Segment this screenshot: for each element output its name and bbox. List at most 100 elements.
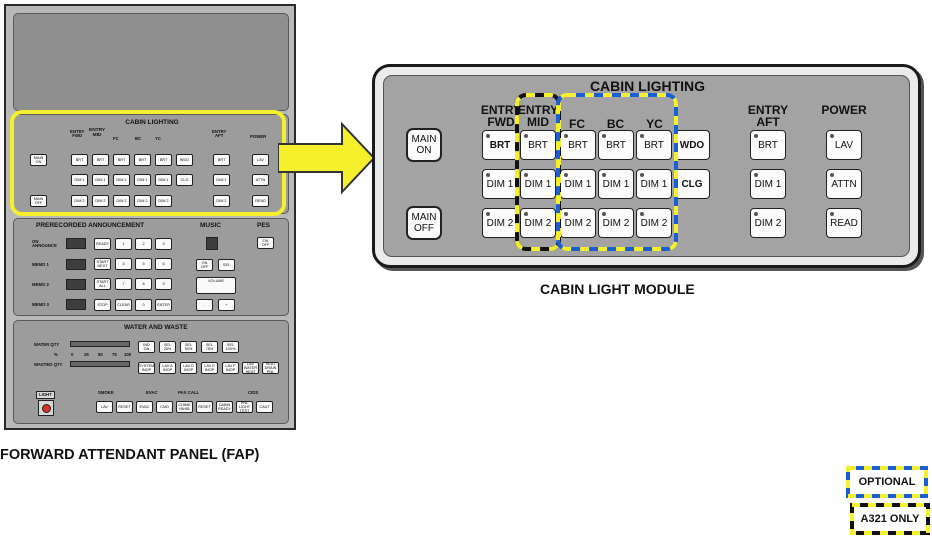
- fap-key-0[interactable]: 0: [135, 299, 152, 311]
- fap-sel-25-button[interactable]: SEL 25%: [159, 341, 176, 353]
- fap-chime-inhib-button[interactable]: CHIME INHIB: [176, 401, 193, 413]
- clm-entry-fwd-brt-button[interactable]: BRT: [482, 130, 518, 160]
- fap-sel-75-button[interactable]: SEL 75%: [201, 341, 218, 353]
- fap-key-1[interactable]: 1: [115, 238, 132, 250]
- fap-start-next-button[interactable]: START NEXT: [94, 258, 111, 270]
- fap-caut-button[interactable]: CAUT: [256, 401, 273, 413]
- fap-key-4[interactable]: 4: [115, 258, 132, 270]
- fap-pax-reset-button[interactable]: RESET: [196, 401, 213, 413]
- clm-entry-mid-dim2-label: DIM 2: [524, 217, 552, 229]
- clm-entry-mid-dim2-button[interactable]: DIM 2: [520, 208, 556, 238]
- fap-entry-fwd-dim1-button[interactable]: DIM 1: [71, 174, 88, 186]
- fap-system-inop-button[interactable]: SYSTEM INOP: [138, 362, 155, 374]
- fap-cabin-ready-button[interactable]: CABIN READY: [216, 401, 233, 413]
- fap-entry-mid-brt-button[interactable]: BRT: [92, 154, 109, 166]
- fap-main-off-button[interactable]: MAIN OFF: [30, 195, 47, 207]
- clm-entry-mid-brt-button[interactable]: BRT: [520, 130, 556, 160]
- fap-lav-a-inop-button[interactable]: LAV A INOP: [159, 362, 176, 374]
- clm-entry-aft-dim2-button[interactable]: DIM 2: [750, 208, 786, 238]
- fap-sel-50-button[interactable]: SEL 50%: [180, 341, 197, 353]
- fap-volume-plus-button[interactable]: +: [218, 299, 235, 311]
- fap-read-button[interactable]: READ: [252, 195, 269, 207]
- fap-smoke-lav-button[interactable]: LAV: [96, 401, 113, 413]
- clm-yc-dim2-button[interactable]: DIM 2: [636, 208, 672, 238]
- clm-yc-brt-button[interactable]: BRT: [636, 130, 672, 160]
- clm-wdo-button[interactable]: WDO: [674, 130, 710, 160]
- fap-fc-dim2-button[interactable]: DIM 2: [113, 195, 130, 207]
- fap-header-bc: BC: [135, 136, 142, 141]
- fap-evac-button[interactable]: EVAC: [136, 401, 153, 413]
- clm-fc-brt-button[interactable]: BRT: [560, 130, 596, 160]
- clm-entry-fwd-dim2-button[interactable]: DIM 2: [482, 208, 518, 238]
- indicator-light-icon: [640, 173, 644, 177]
- fap-pes-on-off-button[interactable]: ON OFF: [257, 237, 274, 249]
- fap-key-7[interactable]: 7: [115, 278, 132, 290]
- clm-clg-button[interactable]: CLG: [674, 169, 710, 199]
- fap-entry-fwd-dim2-button[interactable]: DIM 2: [71, 195, 88, 207]
- fap-main-on-button[interactable]: MAIN ON: [30, 154, 47, 166]
- clm-entry-aft-brt-button[interactable]: BRT: [750, 130, 786, 160]
- clm-entry-mid-dim1-button[interactable]: DIM 1: [520, 169, 556, 199]
- fap-ind-on-button[interactable]: IND ON: [138, 341, 155, 353]
- clm-bc-dim2-button[interactable]: DIM 2: [598, 208, 634, 238]
- fap-evac-cmd-button[interactable]: CMD: [156, 401, 173, 413]
- fap-music-on-off-button[interactable]: ON OFF: [196, 259, 213, 271]
- fap-music-sel-button[interactable]: SEL: [218, 259, 235, 271]
- clm-wdo-label: WDO: [679, 139, 705, 151]
- fap-enter-button[interactable]: ENTER: [155, 299, 172, 311]
- fap-key-6[interactable]: 6: [155, 258, 172, 270]
- clm-header-yc: YC: [646, 117, 663, 131]
- fap-key-5[interactable]: 5: [135, 258, 152, 270]
- fap-wdo-button[interactable]: WDO: [176, 154, 193, 166]
- fap-bc-brt-button[interactable]: BRT: [134, 154, 151, 166]
- clm-yc-dim1-button[interactable]: DIM 1: [636, 169, 672, 199]
- fap-yc-dim2-button[interactable]: DIM 2: [155, 195, 172, 207]
- fap-heat-drain-pnl-button[interactable]: HEAT DRAIN PNL: [262, 362, 279, 374]
- fap-key-3[interactable]: 3: [155, 238, 172, 250]
- fap-volume-minus-button[interactable]: -: [196, 299, 213, 311]
- fap-entry-mid-dim1-button[interactable]: DIM 1: [92, 174, 109, 186]
- fap-lav-f-inop-button[interactable]: LAV F INOP: [222, 362, 239, 374]
- fap-pnl-light-test-button[interactable]: PNL LIGHT TEST: [236, 401, 253, 413]
- fap-clear-button[interactable]: CLEAR: [115, 299, 132, 311]
- clm-main-off-button[interactable]: MAIN OFF: [406, 206, 442, 240]
- fap-bc-dim2-button[interactable]: DIM 2: [134, 195, 151, 207]
- fap-stop-button[interactable]: STOP: [94, 299, 111, 311]
- fap-light-switch[interactable]: [38, 400, 54, 416]
- fap-fc-dim1-button[interactable]: DIM 1: [113, 174, 130, 186]
- clm-entry-aft-dim1-button[interactable]: DIM 1: [750, 169, 786, 199]
- clm-lav-button[interactable]: LAV: [826, 130, 862, 160]
- fap-ready-button[interactable]: READY: [94, 238, 111, 250]
- fap-lav-e-inop-button[interactable]: LAV E INOP: [201, 362, 218, 374]
- fap-clg-button[interactable]: CLG: [176, 174, 193, 186]
- clm-read-button[interactable]: READ: [826, 208, 862, 238]
- fap-bc-dim1-button[interactable]: DIM 1: [134, 174, 151, 186]
- fap-lav-d-inop-button[interactable]: LAV D INOP: [180, 362, 197, 374]
- fap-entry-aft-dim2-button[interactable]: DIM 2: [213, 195, 230, 207]
- clm-attn-button[interactable]: ATTN: [826, 169, 862, 199]
- fap-smoke-reset-button[interactable]: RESET: [116, 401, 133, 413]
- fap-entry-fwd-brt-button[interactable]: BRT: [71, 154, 88, 166]
- fap-entry-aft-brt-button[interactable]: BRT: [213, 154, 230, 166]
- fap-entry-aft-dim1-button[interactable]: DIM 1: [213, 174, 230, 186]
- fap-attn-button[interactable]: ATTN: [252, 174, 269, 186]
- fap-lav-water-heat-button[interactable]: LAV WATER HEAT: [242, 362, 259, 374]
- fap-start-all-button[interactable]: START ALL: [94, 278, 111, 290]
- clm-fc-dim1-button[interactable]: DIM 1: [560, 169, 596, 199]
- fap-entry-mid-dim2-button[interactable]: DIM 2: [92, 195, 109, 207]
- fap-wasted-qty-bar: [70, 361, 130, 367]
- fap-sel-100-button[interactable]: SEL 100%: [222, 341, 239, 353]
- clm-main-on-button[interactable]: MAIN ON: [406, 128, 442, 162]
- fap-key-8[interactable]: 8: [135, 278, 152, 290]
- clm-fc-dim2-button[interactable]: DIM 2: [560, 208, 596, 238]
- clm-bc-dim1-label: DIM 1: [602, 178, 630, 190]
- fap-key-2[interactable]: 2: [135, 238, 152, 250]
- fap-fc-brt-button[interactable]: BRT: [113, 154, 130, 166]
- clm-bc-brt-button[interactable]: BRT: [598, 130, 634, 160]
- clm-bc-dim1-button[interactable]: DIM 1: [598, 169, 634, 199]
- clm-entry-fwd-dim1-button[interactable]: DIM 1: [482, 169, 518, 199]
- fap-lav-button[interactable]: LAV: [252, 154, 269, 166]
- fap-key-9[interactable]: 9: [155, 278, 172, 290]
- fap-yc-dim1-button[interactable]: DIM 1: [155, 174, 172, 186]
- fap-yc-brt-button[interactable]: BRT: [155, 154, 172, 166]
